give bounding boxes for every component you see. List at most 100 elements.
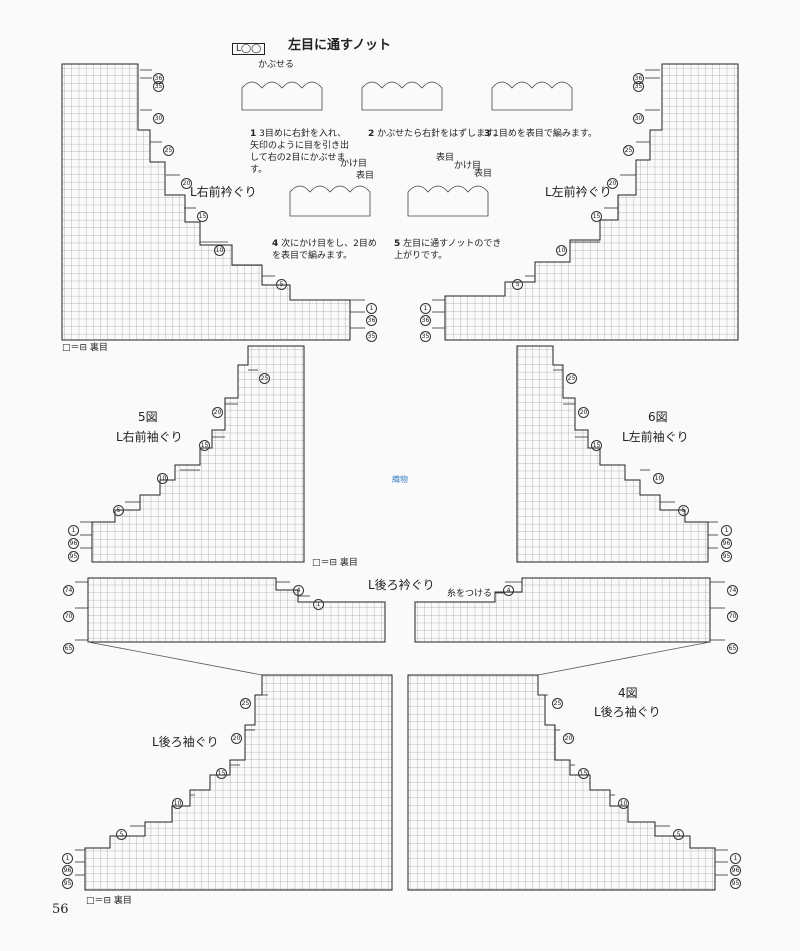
fig6-row-5-num: 5 bbox=[678, 505, 689, 516]
row-15-r: 15 bbox=[591, 203, 602, 222]
row-36b-r-num: 36 bbox=[420, 315, 431, 326]
chart-back-armhole-left bbox=[84, 674, 393, 891]
backarm-row-5: 5 bbox=[116, 821, 127, 840]
row-25: 25 bbox=[163, 137, 174, 156]
fig4-row-1: 1 bbox=[730, 845, 741, 864]
step2-num: 2 bbox=[368, 129, 375, 139]
back-row-4-r-num: 4 bbox=[503, 585, 514, 596]
step4-label2: 表目 bbox=[356, 171, 375, 181]
step4-text: 4 次にかけ目をし、2目めを表目で編みます。 bbox=[272, 238, 382, 262]
fig6-row-20: 20 bbox=[578, 399, 589, 418]
chart-back-armhole-right bbox=[407, 674, 716, 891]
back-row-65: 65 bbox=[63, 635, 74, 654]
backarm-row-1: 1 bbox=[62, 845, 73, 864]
fig6-row-1-num: 1 bbox=[721, 525, 732, 536]
chart-left-front-neck bbox=[444, 63, 739, 341]
back-row-74-num: 74 bbox=[63, 585, 74, 596]
fig5-number: 5図 bbox=[138, 410, 158, 424]
backarm-row-95: 95 bbox=[62, 870, 73, 889]
fig5-row-1-num: 1 bbox=[68, 525, 79, 536]
fig6-row-25: 25 bbox=[566, 365, 577, 384]
step4-label1: かけ目 bbox=[340, 159, 368, 169]
fig5-row-96-num: 96 bbox=[68, 538, 79, 549]
fig4-row-10-num: 10 bbox=[618, 798, 629, 809]
backarm-row-96: 96 bbox=[62, 857, 73, 876]
fig6-row-10-num: 10 bbox=[653, 473, 664, 484]
backarm-row-15-num: 15 bbox=[216, 768, 227, 779]
fig4-row-25-num: 25 bbox=[552, 698, 563, 709]
chart-fig6 bbox=[516, 345, 709, 563]
row-30: 30 bbox=[153, 105, 164, 124]
step3-desc: 1目めを表目で編みます。 bbox=[493, 129, 597, 139]
row-36b: 36 bbox=[366, 307, 377, 326]
chart-right-front-neck bbox=[61, 63, 351, 341]
row-10: 10 bbox=[214, 237, 225, 256]
legend-bottom-text: 裏目 bbox=[113, 896, 132, 906]
fig6-row-10: 10 bbox=[653, 465, 664, 484]
row-35-num: 35 bbox=[153, 81, 164, 92]
back-armhole-left-title: L後ろ袖ぐり bbox=[152, 735, 219, 749]
step5-label1: 表目 bbox=[436, 153, 455, 163]
backarm-row-5-num: 5 bbox=[116, 829, 127, 840]
step3-num: 3 bbox=[484, 129, 491, 139]
legend-middle-symbol: □＝⊟ bbox=[312, 558, 338, 568]
fig6-row-5: 5 bbox=[678, 497, 689, 516]
technique-symbol: L◯◯ bbox=[232, 36, 266, 55]
fig4-number: 4図 bbox=[618, 686, 638, 700]
row-15: 15 bbox=[197, 203, 208, 222]
row-1-r: 1 bbox=[420, 295, 431, 314]
step1-text: 1 3目めに右針を入れ、矢印のように目を引き出して右の2目にかぶせます。 bbox=[250, 128, 350, 176]
fig5-row-25-num: 25 bbox=[259, 373, 270, 384]
row-30-r: 30 bbox=[633, 105, 644, 124]
fig5-row-1: 1 bbox=[68, 517, 79, 536]
back-neck-note: 糸をつける bbox=[447, 589, 493, 599]
backarm-row-96-num: 96 bbox=[62, 865, 73, 876]
fig4-row-96-num: 96 bbox=[730, 865, 741, 876]
watermark: 織物 bbox=[392, 475, 408, 484]
connector-line bbox=[87, 641, 263, 676]
step4-desc: 次にかけ目をし、2目めを表目で編みます。 bbox=[272, 239, 377, 261]
back-neck-title: L後ろ衿ぐり bbox=[368, 578, 435, 592]
fig5-row-10: 10 bbox=[157, 465, 168, 484]
step5-text: 5 左目に通すノットのでき上がりです。 bbox=[394, 238, 504, 262]
page-number: 56 bbox=[52, 902, 69, 917]
fig6-row-15: 15 bbox=[591, 432, 602, 451]
fig4-row-20: 20 bbox=[563, 725, 574, 744]
row-15-r-num: 15 bbox=[591, 211, 602, 222]
connector-line bbox=[537, 641, 711, 676]
row-35b: 35 bbox=[366, 323, 377, 342]
row-30-r-num: 30 bbox=[633, 113, 644, 124]
step2-text: 2 かぶせたら右針をはずします。 bbox=[368, 128, 502, 140]
fig4-row-10: 10 bbox=[618, 790, 629, 809]
chart-fig5 bbox=[91, 345, 305, 563]
back-row-70-r-num: 70 bbox=[727, 611, 738, 622]
fig4-row-15: 15 bbox=[578, 760, 589, 779]
fig5-row-5-num: 5 bbox=[113, 505, 124, 516]
fig5-row-20-num: 20 bbox=[212, 407, 223, 418]
fig4-title: L後ろ袖ぐり bbox=[594, 705, 661, 719]
fig6-row-25-num: 25 bbox=[566, 373, 577, 384]
fig6-title: L左前袖ぐり bbox=[622, 430, 689, 444]
row-25-num: 25 bbox=[163, 145, 174, 156]
step1-label: かぶせる bbox=[258, 60, 295, 70]
fig6-row-95-num: 95 bbox=[721, 551, 732, 562]
fig5-row-5: 5 bbox=[113, 497, 124, 516]
legend-top-symbol: □＝⊟ bbox=[62, 343, 88, 353]
row-5: 5 bbox=[276, 271, 287, 290]
row-36b-num: 36 bbox=[366, 315, 377, 326]
row-1-r-num: 1 bbox=[420, 303, 431, 314]
backarm-row-10: 10 bbox=[172, 790, 183, 809]
row-35b-r: 35 bbox=[420, 323, 431, 342]
back-row-70: 70 bbox=[63, 603, 74, 622]
legend-bottom-symbol: □＝⊟ bbox=[86, 896, 112, 906]
back-row-65-r-num: 65 bbox=[727, 643, 738, 654]
row-20-num: 20 bbox=[181, 178, 192, 189]
back-row-1-num: 1 bbox=[313, 599, 324, 610]
back-row-70-num: 70 bbox=[63, 611, 74, 622]
row-5-num: 5 bbox=[276, 279, 287, 290]
row-35-r: 35 bbox=[633, 73, 644, 92]
row-1-num: 1 bbox=[366, 303, 377, 314]
step1-desc: 3目めに右針を入れ、矢印のように目を引き出して右の2目にかぶせます。 bbox=[250, 129, 350, 175]
step5-num: 5 bbox=[394, 239, 401, 249]
